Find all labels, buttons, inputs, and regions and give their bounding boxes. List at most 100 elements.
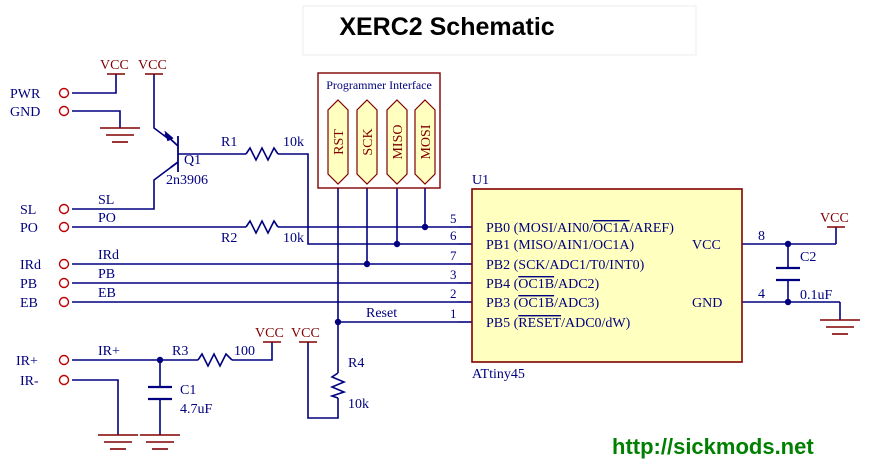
chip-vcc-pin-number: 8 (758, 229, 765, 244)
schematic-title: XERC2 Schematic (339, 13, 554, 41)
chip-pin-label: PB3 (OC1B/ADC3) (486, 296, 600, 311)
chip-pin-number: 6 (450, 228, 457, 243)
junction-dot (363, 260, 371, 268)
resistor-r2 (245, 219, 279, 235)
ground-symbol-1 (100, 127, 140, 143)
chip-pin-number: 3 (450, 267, 457, 282)
connector-label-gnd: GND (10, 105, 40, 120)
title-box (302, 5, 697, 56)
programmer-pin-label: MISO (391, 124, 406, 159)
net-label-reset: Reset (366, 306, 397, 321)
programmer-pin-label: SCK (361, 128, 376, 155)
chip-pin-label: PB0 (MOSI/AIN0/OC1A/AREF) (486, 221, 674, 236)
pad-irm (58, 374, 70, 386)
programmer-interface-title: Programmer Interface (326, 78, 432, 92)
c1-value: 4.7uF (180, 402, 213, 417)
pad-ird (58, 258, 70, 270)
chip-pin-number: 1 (450, 306, 457, 321)
r4-value: 10k (348, 397, 369, 412)
chip-pin-number: 2 (450, 286, 457, 301)
power-symbols (98, 73, 860, 450)
connector-label-po: PO (20, 221, 38, 236)
chip-pin-number: 5 (450, 211, 457, 226)
q1-ref: Q1 (184, 153, 201, 168)
pad-gnd (58, 105, 70, 117)
connector-label-pb: PB (20, 277, 37, 292)
connector-label-irm: IR- (20, 374, 39, 389)
junction-dot (784, 298, 792, 306)
pad-sl (58, 203, 70, 215)
net-label-pb: PB (98, 267, 115, 282)
chip-pin-label: PB2 (SCK/ADC1/T0/INT0) (486, 258, 645, 273)
r4-ref: R4 (348, 356, 364, 371)
junction-dot (156, 356, 164, 364)
net-label-irp: IR+ (98, 344, 120, 359)
r1-ref: R1 (221, 135, 237, 150)
programmer-pins: RST SCK MISO MOSI (327, 99, 436, 185)
chip-u1-body (471, 188, 743, 363)
r3-value: 100 (234, 344, 255, 359)
junction-dot (421, 223, 429, 231)
chip-gnd-label: GND (692, 296, 722, 311)
programmer-pin-miso: MISO (386, 99, 408, 185)
vcc-label-3: VCC (255, 326, 284, 341)
chip-pin-label: PB1 (MISO/AIN1/OC1A) (486, 238, 635, 253)
programmer-pin-label: RST (332, 129, 347, 155)
programmer-pin-sck: SCK (356, 99, 378, 185)
ground-symbol-2 (98, 434, 138, 450)
net-label-sl: SL (98, 193, 114, 208)
q1-part: 2n3906 (166, 173, 208, 188)
net-label-ird: IRd (98, 248, 119, 263)
connector-pads (58, 87, 70, 386)
ground-symbol-4 (820, 319, 860, 335)
capacitors (148, 266, 800, 401)
chip-vcc-label: VCC (692, 238, 721, 253)
r2-value: 10k (283, 231, 304, 246)
pad-pwr (58, 87, 70, 99)
vcc-label-2: VCC (138, 58, 167, 73)
vcc-label-5: VCC (820, 211, 849, 226)
connector-label-eb: EB (20, 296, 38, 311)
resistor-r4 (329, 372, 347, 399)
programmer-pin-mosi: MOSI (414, 99, 436, 185)
connector-label-pwr: PWR (10, 87, 41, 102)
chip-pin-label: PB4 (OC1B/ADC2) (486, 277, 600, 292)
junction-dot (784, 240, 792, 248)
chip-part: ATtiny45 (472, 367, 525, 382)
chip-ref: U1 (472, 173, 489, 188)
ground-symbol-3 (140, 434, 180, 450)
resistor-r3 (197, 352, 233, 368)
chip-pin-number: 7 (450, 248, 457, 263)
wires (72, 74, 841, 435)
site-url: http://sickmods.net (612, 434, 814, 459)
r1-value: 10k (283, 135, 304, 150)
vcc-label-1: VCC (100, 58, 129, 73)
c2-ref: C2 (800, 250, 816, 265)
transistor-q1 (164, 130, 179, 172)
chip-pin-label: PB5 (RESET/ADC0/dW) (486, 316, 631, 331)
r3-ref: R3 (172, 344, 188, 359)
junction-dots (156, 223, 792, 364)
pad-eb (58, 296, 70, 308)
net-label-po: PO (98, 211, 116, 226)
vcc-label-4: VCC (291, 326, 320, 341)
pad-irp (58, 354, 70, 366)
resistor-r1 (245, 146, 279, 162)
programmer-pin-label: MOSI (419, 124, 434, 159)
connector-label-irp: IR+ (16, 354, 38, 369)
connector-label-ird: IRd (20, 258, 41, 273)
c1-ref: C1 (180, 383, 196, 398)
junction-dot (393, 240, 401, 248)
r2-ref: R2 (221, 231, 237, 246)
c2-value: 0.1uF (800, 288, 833, 303)
programmer-pin-rst: RST (327, 99, 349, 185)
junction-dot (334, 318, 342, 326)
connector-label-sl: SL (20, 203, 36, 218)
net-label-eb: EB (98, 286, 116, 301)
resistors (197, 146, 347, 399)
pad-pb (58, 277, 70, 289)
pad-po (58, 221, 70, 233)
chip-gnd-pin-number: 4 (758, 287, 765, 302)
